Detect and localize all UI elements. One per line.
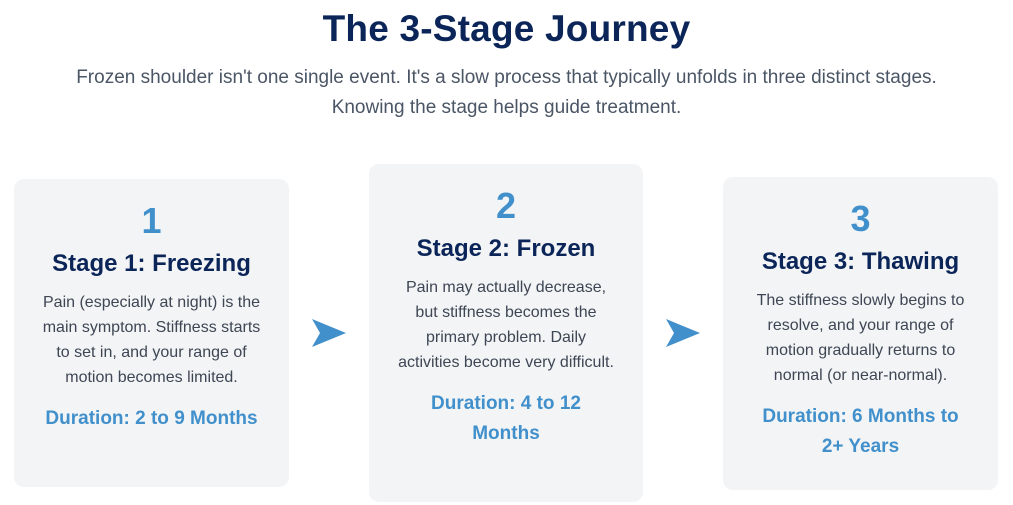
stage-title: Stage 2: Frozen bbox=[416, 235, 596, 262]
stage-description: Pain may actually decrease, but stiffnes… bbox=[398, 279, 614, 371]
stage-title: Stage 1: Freezing bbox=[52, 250, 251, 277]
stage-number: 2 bbox=[495, 185, 517, 226]
stage-number: 1 bbox=[141, 200, 162, 241]
arrow-right-icon bbox=[312, 319, 346, 347]
stage-duration: Duration: 6 Months to 2+ Years bbox=[762, 406, 959, 457]
stage-duration: Duration: 2 to 9 Months bbox=[45, 408, 258, 429]
stage-card-1: 1 Stage 1: Freezing Pain (especially at … bbox=[14, 179, 289, 487]
stage-title: Stage 3: Thawing bbox=[761, 248, 960, 275]
stage-duration: Duration: 4 to 12 Months bbox=[431, 393, 581, 444]
arrow-right-icon bbox=[666, 319, 700, 347]
stage-card-2: 2 Stage 2: Frozen Pain may actually decr… bbox=[369, 164, 643, 502]
stage-number: 3 bbox=[850, 198, 871, 239]
page-subtitle: Frozen shoulder isn't one single event. … bbox=[76, 67, 937, 118]
stage-card-3: 3 Stage 3: Thawing The stiffness slowly … bbox=[723, 177, 998, 490]
stage-description: The stiffness slowly begins to resolve, … bbox=[756, 292, 965, 384]
page-title: The 3-Stage Journey bbox=[322, 8, 691, 49]
stage-description: Pain (especially at night) is the main s… bbox=[42, 294, 261, 386]
